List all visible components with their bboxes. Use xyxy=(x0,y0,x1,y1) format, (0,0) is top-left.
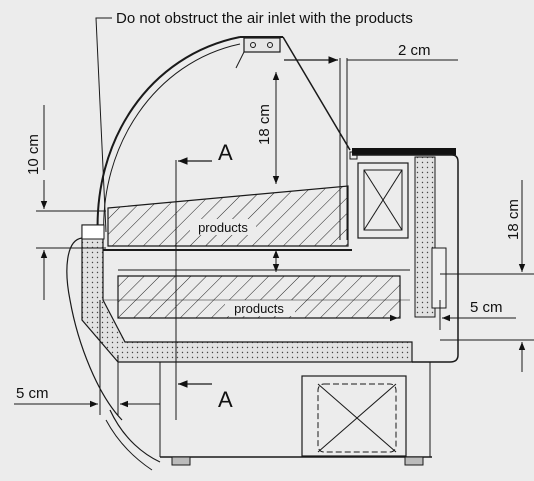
top-cover xyxy=(352,148,456,155)
dim-upper-clearance-label: 18 cm xyxy=(256,104,273,145)
dim-2cm-label: 2 cm xyxy=(398,42,431,59)
lower-products-label-bg xyxy=(225,300,295,316)
bracket-stem xyxy=(235,51,245,69)
lower-insulation xyxy=(81,224,413,363)
compressor-cross xyxy=(317,383,397,453)
lower-tank xyxy=(117,275,401,319)
compressor-frame xyxy=(301,375,407,457)
lower-products-label: products xyxy=(234,301,284,316)
rear-door xyxy=(431,247,447,309)
section-mark-top: A xyxy=(218,140,233,165)
upper-products-label-bg xyxy=(190,219,256,235)
air-inlet xyxy=(81,224,105,240)
air-inlet-note: Do not obstruct the air inlet with the p… xyxy=(116,10,413,27)
lamp-bracket xyxy=(243,37,281,53)
foot xyxy=(404,456,424,466)
evaporator-box xyxy=(357,162,409,239)
evaporator-coil xyxy=(363,169,403,231)
back-insulation xyxy=(414,156,436,318)
upper-products-label: products xyxy=(198,220,248,235)
dim-rear-gap-label: 5 cm xyxy=(470,299,503,316)
foot xyxy=(171,456,191,466)
dim-front-gap-label: 5 cm xyxy=(16,385,49,402)
note-leader xyxy=(95,17,112,233)
front-foot-curve-2 xyxy=(105,419,153,471)
front-panel-curve xyxy=(66,237,123,421)
rear-glass xyxy=(282,36,351,151)
back-housing xyxy=(352,154,459,363)
upper-products xyxy=(107,185,349,247)
section-mark-bottom: A xyxy=(218,387,233,412)
glass-front-outer xyxy=(96,36,241,241)
bracket-screw xyxy=(250,42,256,48)
coil-cross xyxy=(363,169,403,231)
compressor-unit xyxy=(317,383,397,453)
dim-right-label: 18 cm xyxy=(505,199,522,240)
bracket-screw xyxy=(267,42,273,48)
front-foot-curve xyxy=(109,409,161,463)
dim-10cm-label: 10 cm xyxy=(25,134,42,175)
